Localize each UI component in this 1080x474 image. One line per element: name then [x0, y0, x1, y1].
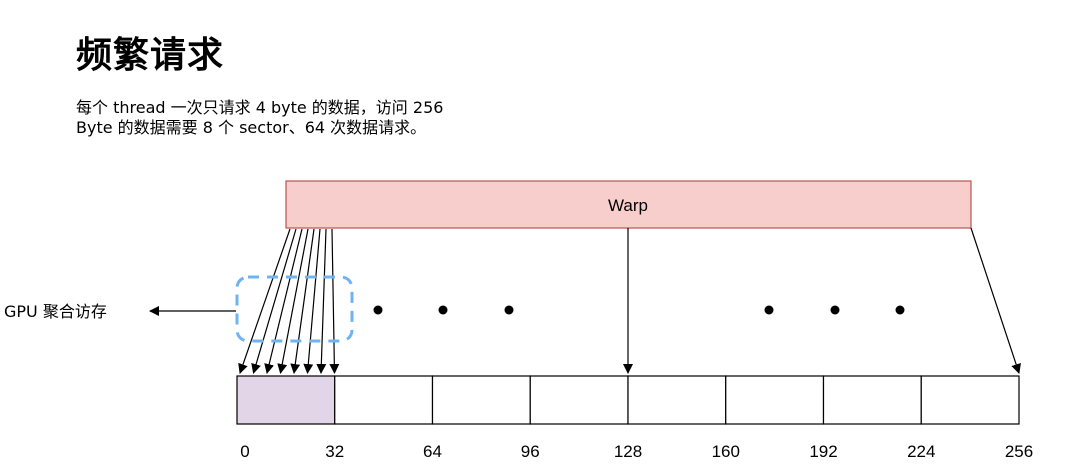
- warp-label: Warp: [608, 196, 648, 215]
- tick-label-32: 32: [325, 442, 344, 461]
- thread-arrow-0: [238, 228, 291, 374]
- memory-sector-3: [529, 375, 629, 425]
- ellipsis-dots-left: [373, 305, 514, 315]
- memory-sector-6: [822, 375, 922, 425]
- ellipsis-dots-right: [764, 305, 905, 315]
- coalesce-dashed-box: [235, 275, 354, 343]
- thread-arrows: [238, 228, 340, 374]
- page-title: 频繁请求: [76, 35, 225, 76]
- description-line-1: 每个 thread 一次只请求 4 byte 的数据，访问 256: [76, 98, 444, 117]
- memory-sector-0: [236, 375, 336, 425]
- memory-sector-1: [334, 375, 434, 425]
- tick-label-160: 160: [712, 442, 740, 461]
- tick-label-224: 224: [907, 442, 935, 461]
- thread-arrow-7: [329, 228, 340, 374]
- tick-label-192: 192: [809, 442, 837, 461]
- arrow-warp-to-256: [970, 227, 1021, 374]
- warp-box: [285, 180, 972, 229]
- memory-sector-2: [431, 375, 531, 425]
- thread-arrow-5: [303, 228, 321, 374]
- memory-sector-7: [920, 375, 1020, 425]
- description-line-2: Byte 的数据需要 8 个 sector、64 次数据请求。: [76, 118, 427, 137]
- tick-label-96: 96: [521, 442, 540, 461]
- thread-arrow-2: [264, 228, 303, 374]
- memory-sector-4: [627, 375, 727, 425]
- thread-arrow-4: [290, 228, 315, 374]
- description: 每个 thread 一次只请求 4 byte 的数据，访问 256 Byte 的…: [76, 98, 536, 138]
- memory-tick-labels: 0 32 64 96 128 160 192 224 256: [240, 442, 1033, 461]
- thread-arrow-1: [251, 228, 297, 374]
- thread-arrow-3: [277, 228, 309, 374]
- tick-label-128: 128: [614, 442, 642, 461]
- coalesce-label: GPU 聚合访存: [4, 302, 107, 321]
- memory-sector-5: [725, 375, 825, 425]
- tick-label-0: 0: [240, 442, 249, 461]
- thread-arrow-6: [316, 228, 327, 374]
- memory-sectors: [236, 375, 1020, 425]
- tick-label-64: 64: [423, 442, 442, 461]
- tick-label-256: 256: [1005, 442, 1033, 461]
